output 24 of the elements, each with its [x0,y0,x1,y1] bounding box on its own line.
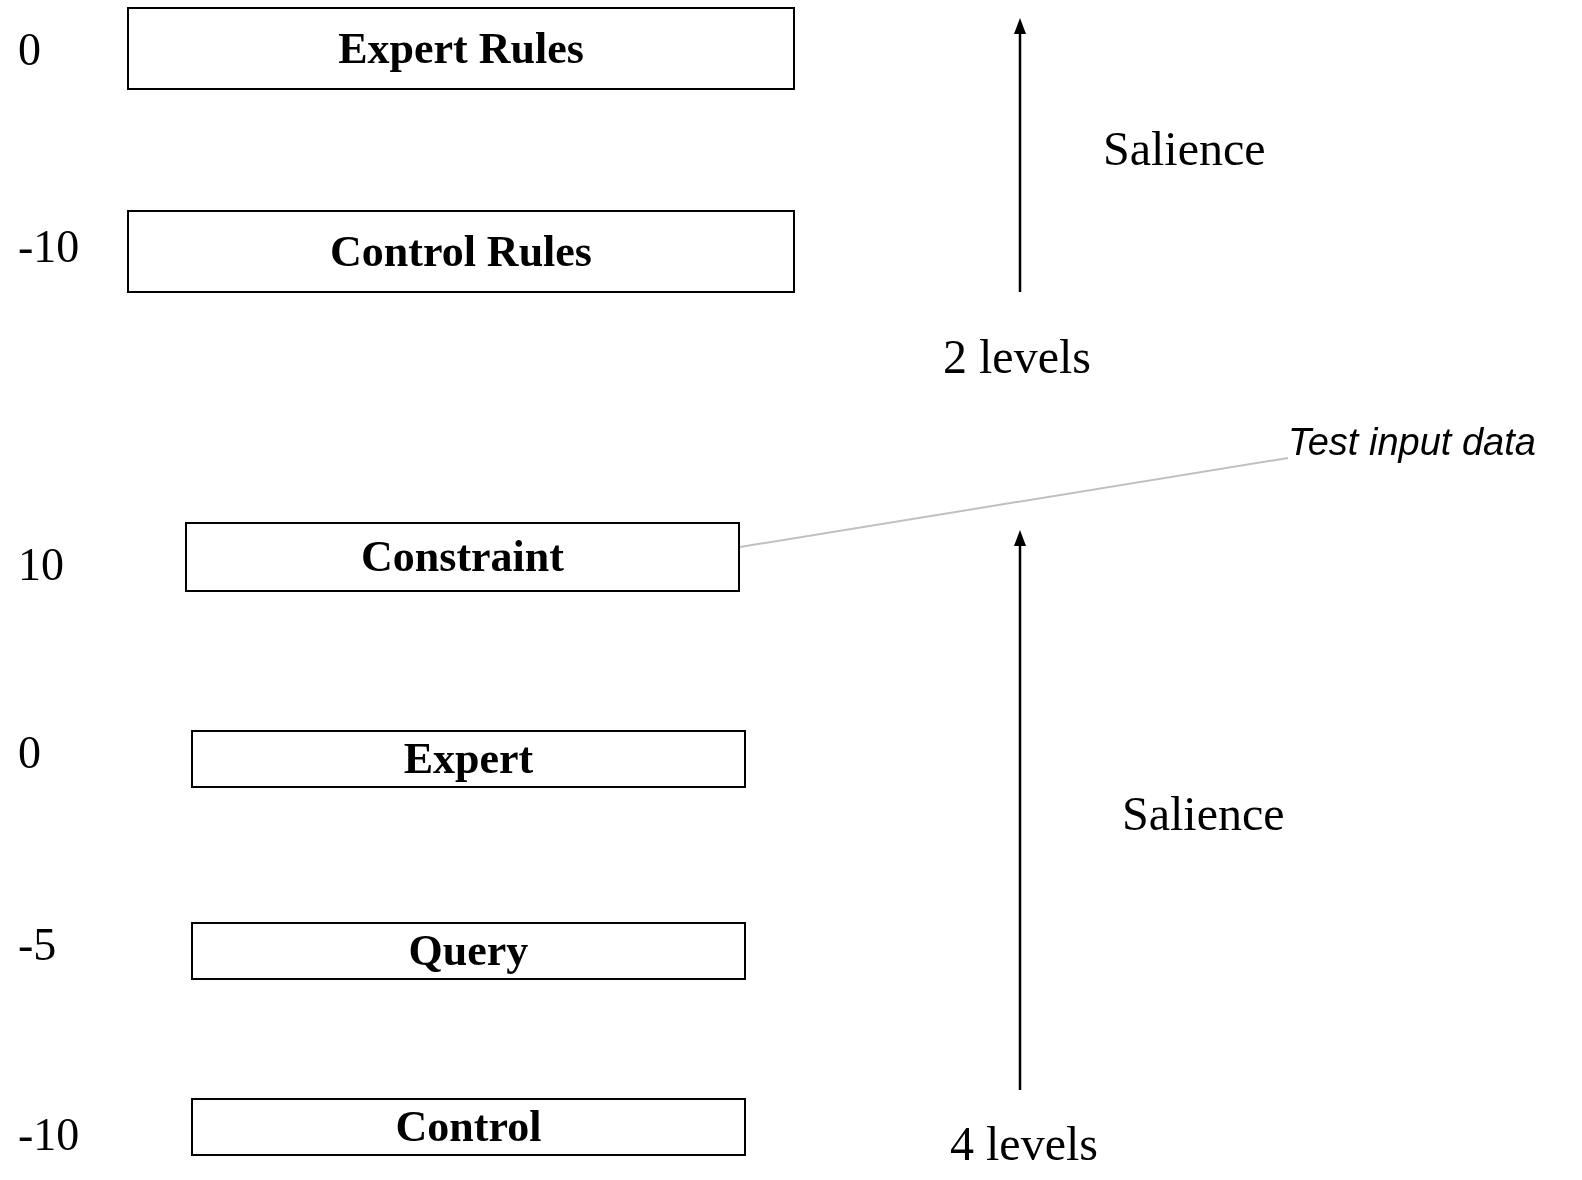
salience-value: 10 [18,540,64,591]
group-box [191,730,746,788]
annotation-text: Test input data [1288,422,1536,464]
group-name: Constraint [361,535,564,579]
axis-label: Salience [1103,123,1266,176]
group-name: Expert Rules [338,26,584,71]
group-name: Query [408,929,529,973]
leader-line [739,457,1289,548]
salience-value: 0 [18,25,41,76]
group-box [185,522,740,592]
group-box [191,922,746,980]
level-count: 2 levels [943,331,1091,384]
salience-value: -10 [18,222,80,273]
group-box [127,7,795,90]
salience-value: -10 [18,1110,80,1161]
axis-label: Salience [1122,788,1285,841]
group-box [127,210,795,293]
group-name: Control [395,1105,542,1149]
salience-value: -5 [18,920,57,971]
level-count: 4 levels [950,1118,1098,1171]
group-name: Control Rules [330,229,592,274]
group-box [191,1098,746,1156]
group-name: Expert [403,737,534,781]
salience-value: 0 [18,728,41,779]
